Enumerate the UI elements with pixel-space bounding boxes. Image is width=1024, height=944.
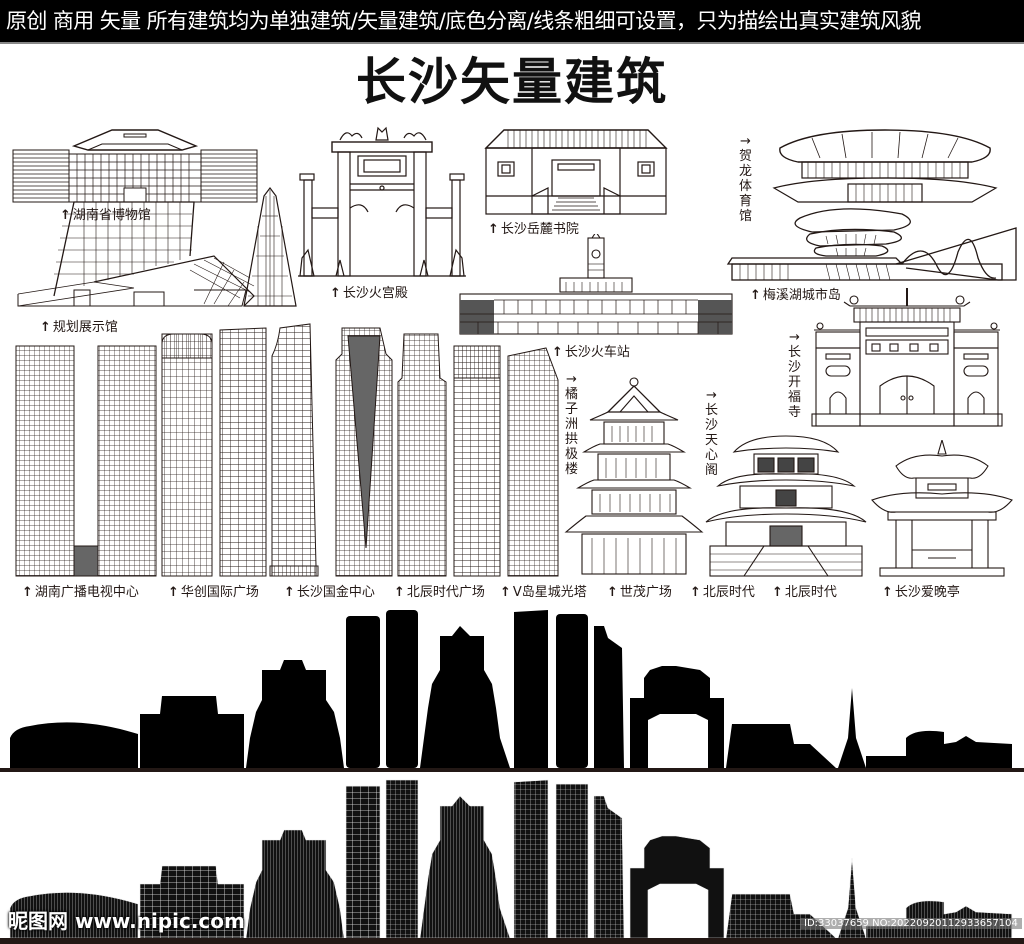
arrow-up-icon: ↑	[772, 585, 783, 600]
label-hunan-broadcast: ↑湖南广播电视中心	[22, 585, 139, 600]
banner-divider	[0, 42, 1024, 44]
arrow-right-icon: →	[706, 388, 717, 403]
label-aiwan-pavilion: ↑长沙爱晚亭	[882, 585, 960, 600]
arrow-up-icon: ↑	[552, 345, 563, 360]
arrow-up-icon: ↑	[284, 585, 295, 600]
arrow-up-icon: ↑	[394, 585, 405, 600]
label-huogong-palace: ↑长沙火宫殿	[330, 286, 408, 301]
label-meixi-island: ↑梅溪湖城市岛	[750, 288, 841, 303]
label-hunan-museum: ↑湖南省博物馆	[60, 208, 151, 223]
label-beichen-1: ↑北辰时代	[690, 585, 755, 600]
silhouette-ground-line	[0, 768, 1024, 772]
silhouette-skyline	[0, 608, 1024, 770]
label-juzizhou-tower: →橘子洲拱极楼	[564, 372, 578, 477]
watermark-right: ID:33037659 NO:20220920112933657104	[800, 918, 1022, 929]
top-banner: 原创 商用 矢量 所有建筑均为单独建筑/矢量建筑/底色分离/线条粗细可设置，只为…	[0, 0, 1024, 42]
label-v-island: ↑V岛星城光塔	[500, 585, 587, 600]
label-huachuang-plaza: ↑华创国际广场	[168, 585, 259, 600]
label-yuelu-academy: ↑长沙岳麓书院	[488, 222, 579, 237]
helong-stadium-drawing	[772, 128, 998, 204]
planning-hall-drawing	[14, 186, 298, 314]
label-railway-station: ↑长沙火车站	[552, 345, 630, 360]
page-title: 长沙矢量建筑	[356, 53, 668, 111]
arrow-up-icon: ↑	[168, 585, 179, 600]
skyscrapers-drawing	[14, 320, 560, 578]
arrow-up-icon: ↑	[750, 288, 761, 303]
railway-station-drawing	[458, 234, 734, 336]
label-shimao: ↑世茂广场	[607, 585, 672, 600]
watermark-left: 昵图网 www.nipic.com	[8, 909, 245, 933]
tianxin-pavilion-drawing	[704, 430, 868, 578]
yuelu-academy-drawing	[482, 124, 670, 216]
arrow-up-icon: ↑	[22, 585, 33, 600]
arrow-right-icon: →	[789, 330, 800, 345]
hunan-museum-drawing	[12, 124, 258, 204]
label-helong-stadium: →贺龙体育馆	[738, 134, 752, 224]
arrow-up-icon: ↑	[882, 585, 893, 600]
arrow-up-icon: ↑	[500, 585, 511, 600]
label-ifs: ↑长沙国金中心	[284, 585, 375, 600]
arrow-up-icon: ↑	[607, 585, 618, 600]
meixi-island-drawing	[726, 208, 1018, 284]
label-beichen-2: ↑北辰时代	[772, 585, 837, 600]
juzizhou-tower-drawing	[564, 376, 704, 576]
arrow-right-icon: →	[740, 134, 751, 149]
aiwan-pavilion-drawing	[870, 440, 1014, 578]
label-tianxin-pavilion: →长沙天心阁	[704, 388, 718, 478]
arrow-right-icon: →	[566, 372, 577, 387]
label-beichen-plaza: ↑北辰时代广场	[394, 585, 485, 600]
banner-text: 原创 商用 矢量 所有建筑均为单独建筑/矢量建筑/底色分离/线条粗细可设置，只为…	[6, 9, 921, 33]
huogong-palace-drawing	[296, 122, 468, 278]
arrow-up-icon: ↑	[690, 585, 701, 600]
detailed-ground-line	[0, 938, 1024, 944]
arrow-up-icon: ↑	[60, 208, 71, 223]
label-kaifu-temple: →长沙开福寺	[787, 330, 801, 420]
arrow-up-icon: ↑	[330, 286, 341, 301]
kaifu-temple-drawing	[810, 286, 1004, 428]
label-planning-hall: ↑规划展示馆	[40, 320, 118, 335]
arrow-up-icon: ↑	[488, 222, 499, 237]
arrow-up-icon: ↑	[40, 320, 51, 335]
